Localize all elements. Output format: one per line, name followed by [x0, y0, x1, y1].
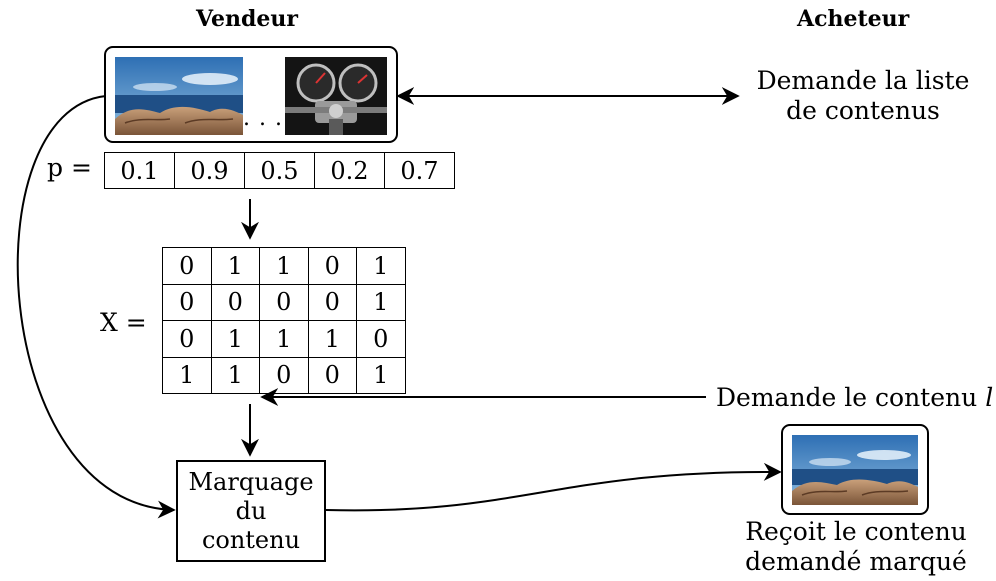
p-cell: 0.2 [314, 152, 385, 189]
x-cell: 1 [162, 356, 212, 394]
x-cell: 1 [356, 283, 406, 321]
received-landscape-image [792, 435, 918, 505]
received-content-text: Reçoit le contenu demandé marqué [736, 517, 976, 577]
received-content-frame [781, 424, 929, 515]
request-content-text: Demande le contenu l [716, 383, 993, 413]
x-cell: 0 [307, 356, 357, 394]
p-vector: 0.1 0.9 0.5 0.2 0.7 [104, 152, 455, 189]
received-line-1: Reçoit le contenu [745, 517, 967, 546]
x-cell: 0 [259, 283, 309, 321]
x-cell: 0 [307, 247, 357, 285]
x-cell: 0 [162, 247, 212, 285]
x-label: X = [100, 308, 147, 337]
p-cell: 0.1 [104, 152, 175, 189]
x-cell: 0 [162, 283, 212, 321]
x-cell: 0 [162, 320, 212, 358]
watermark-line-3: contenu [201, 526, 301, 554]
x-matrix: 0 1 1 0 1 0 0 0 0 1 0 1 1 1 0 1 1 0 0 1 [162, 247, 406, 394]
x-cell: 0 [356, 320, 406, 358]
content-variable-l: l [985, 383, 994, 412]
p-label: p = [47, 153, 92, 182]
watermark-box: Marquage du contenu [176, 460, 326, 562]
watermark-line-1: Marquage [188, 468, 314, 496]
p-cell: 0.5 [244, 152, 315, 189]
arrow-watermark-to-buyer [325, 462, 782, 512]
x-cell: 1 [210, 320, 260, 358]
x-cell: 1 [210, 356, 260, 394]
x-cell: 0 [307, 283, 357, 321]
buyer-header: Acheteur [797, 6, 910, 32]
x-cell: 1 [356, 356, 406, 394]
landscape-image [115, 57, 243, 135]
seller-content-catalog: . . . [104, 46, 398, 143]
x-cell: 1 [210, 247, 260, 285]
p-cell: 0.7 [384, 152, 455, 189]
x-cell: 1 [307, 320, 357, 358]
arrow-content-to-watermark [16, 95, 176, 519]
request-list-text: Demande la liste de contenus [748, 66, 978, 126]
p-cell: 0.9 [174, 152, 245, 189]
x-cell: 1 [356, 247, 406, 285]
request-content-label: Demande le contenu [716, 383, 978, 412]
watermark-line-2: du [235, 497, 267, 525]
request-list-line-1: Demande la liste [756, 66, 970, 95]
x-cell: 1 [259, 320, 309, 358]
x-cell: 1 [259, 247, 309, 285]
x-cell: 0 [210, 283, 260, 321]
motorcycle-dashboard-image [285, 57, 387, 135]
seller-header: Vendeur [196, 6, 299, 32]
request-list-line-2: de contenus [786, 96, 940, 125]
catalog-ellipsis: . . . [243, 106, 283, 131]
received-line-2: demandé marqué [745, 547, 967, 576]
x-cell: 0 [259, 356, 309, 394]
